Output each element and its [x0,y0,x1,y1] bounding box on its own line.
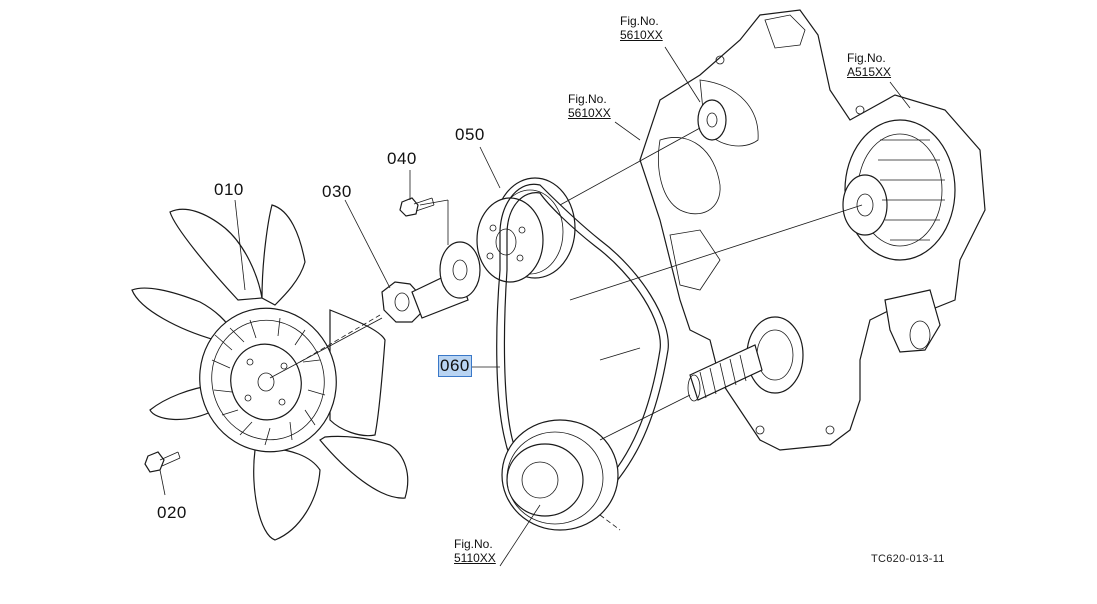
drawing-code: TC620-013-11 [871,553,945,565]
fig-ref-number[interactable]: 5610XX [568,106,611,120]
part-label-050[interactable]: 050 [455,125,485,144]
fig-ref-bottom[interactable]: Fig.No. 5110XX [454,537,496,565]
fig-ref-prefix: Fig.No. [847,51,886,65]
pulley-bolt[interactable] [399,197,435,217]
fan-pulley[interactable] [476,177,576,283]
fig-ref-number[interactable]: 5610XX [620,28,663,42]
cooling-fan[interactable] [131,204,409,541]
part-label-040[interactable]: 040 [387,149,417,168]
fan-bolt[interactable] [144,451,181,473]
fan-spacer[interactable] [381,241,481,323]
part-label-010[interactable]: 010 [214,180,244,199]
fig-ref-top[interactable]: Fig.No. 5610XX [620,14,663,42]
engine-housing [639,9,986,451]
assembly-axis-lines [269,127,863,441]
part-label-060[interactable]: 060 [438,355,472,377]
fig-ref-number[interactable]: A515XX [847,65,892,79]
fig-ref-prefix: Fig.No. [568,92,607,106]
v-belt[interactable] [496,183,669,507]
fig-ref-number[interactable]: 5110XX [454,551,496,565]
part-label-030[interactable]: 030 [322,182,352,201]
fig-ref-prefix: Fig.No. [620,14,659,28]
fig-ref-middle[interactable]: Fig.No. 5610XX [568,92,611,120]
fig-ref-right[interactable]: Fig.No. A515XX [847,51,891,79]
part-label-020[interactable]: 020 [157,503,187,522]
crankshaft-pulley [501,419,621,531]
fig-ref-prefix: Fig.No. [454,537,493,551]
leader-lines [159,46,911,567]
